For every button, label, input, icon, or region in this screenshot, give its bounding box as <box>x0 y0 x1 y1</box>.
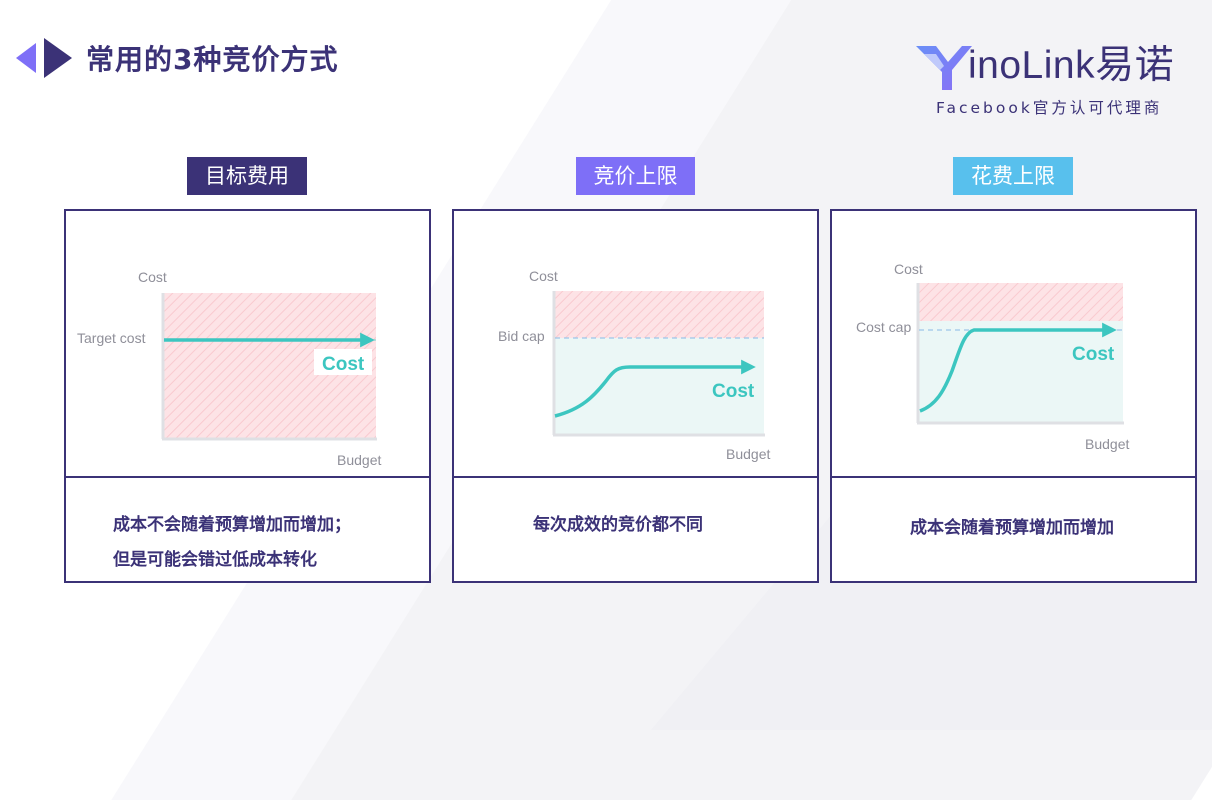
y-axis-label: Cost <box>894 261 923 277</box>
x-axis-label: Budget <box>1085 436 1129 452</box>
description-line: 但是可能会错过低成本转化 <box>113 550 317 570</box>
over-cap-zone <box>919 283 1123 321</box>
logo-text: inoLink易诺 <box>968 44 1175 87</box>
page-title: 常用的3种竞价方式 <box>86 43 339 76</box>
triangle-left-icon <box>16 43 36 73</box>
card-divider <box>832 476 1195 478</box>
x-axis-label: Budget <box>726 446 770 462</box>
target-cost-chart: Cost Budget Target cost Cost <box>77 269 381 468</box>
description-line: 成本会随着预算增加而增加 <box>910 518 1114 538</box>
strategy-card-cost-cap: Cost Budget Cost cap Cost 成本会随着预算增加而增加 <box>830 209 1197 583</box>
card-divider <box>66 476 429 478</box>
target-cost-label: Target cost <box>77 330 146 346</box>
description-line: 成本不会随着预算增加而增加； <box>113 515 351 535</box>
cost-series-label: Cost <box>712 381 755 402</box>
bid-cap-label: Bid cap <box>498 328 545 344</box>
logo-y-icon <box>916 46 972 90</box>
y-axis-label: Cost <box>529 268 558 284</box>
logo: inoLink易诺 Facebook官方认可代理商 <box>914 40 1182 120</box>
logo-subtitle: Facebook官方认可代理商 <box>936 99 1163 117</box>
cost-series-line <box>554 359 756 418</box>
under-cap-zone <box>555 338 764 434</box>
cost-label-backdrop <box>314 349 372 375</box>
bid-cap-chart: Cost Budget Bid cap Cost <box>498 268 770 462</box>
x-axis-label: Budget <box>337 452 381 468</box>
under-cap-zone <box>919 321 1123 422</box>
cost-cap-chart: Cost Budget Cost cap Cost <box>856 261 1129 452</box>
cost-cap-label: Cost cap <box>856 319 911 335</box>
card-divider <box>454 476 817 478</box>
strategy-card-target-cost: Cost Budget Target cost Cost 成本不会随着预算增加而… <box>64 209 431 583</box>
tag-target-cost: 目标费用 <box>187 157 307 195</box>
y-axis-label: Cost <box>138 269 167 285</box>
cost-series-label: Cost <box>1072 344 1115 365</box>
header: 常用的3种竞价方式 <box>16 38 338 78</box>
triangle-right-icon <box>44 38 72 78</box>
tag-bid-cap: 竞价上限 <box>576 157 695 195</box>
tag-cost-cap: 花费上限 <box>953 157 1073 195</box>
cost-series-line <box>919 322 1117 413</box>
over-cap-zone <box>555 291 764 338</box>
description-line: 每次成效的竞价都不同 <box>533 515 703 535</box>
cost-series-label: Cost <box>322 354 365 375</box>
strategy-card-bid-cap: Cost Budget Bid cap Cost 每次成效的竞价都不同 <box>452 209 819 583</box>
